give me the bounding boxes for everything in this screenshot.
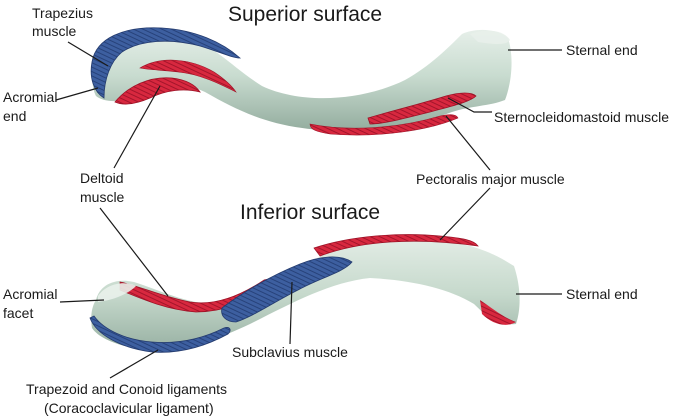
label-trapezius-line2: muscle	[32, 23, 77, 39]
leader-subclavius	[289, 281, 293, 345]
inferior-subclavius-muscle	[221, 256, 353, 323]
label-pectoralis: Pectoralis major muscle	[416, 171, 565, 187]
label-acromial-facet-line1: Acromial	[3, 286, 57, 302]
labels: Trapezius muscle Acromial end Sternal en…	[3, 5, 669, 416]
inferior-sternal-red	[480, 300, 516, 325]
title-inferior-surface: Inferior surface	[240, 201, 380, 224]
label-scm: Sternocleidomastoid muscle	[494, 109, 669, 125]
leader-deltoid-top	[113, 85, 161, 169]
label-trapezius-line1: Trapezius	[32, 5, 93, 21]
superior-clavicle-bone	[92, 29, 512, 131]
leader-scm	[447, 97, 492, 113]
label-acromial-end-line1: Acromial	[3, 89, 57, 105]
leader-acromial-facet	[59, 299, 105, 303]
superior-clavicle	[90, 27, 512, 136]
inferior-acromial-facet-face	[98, 283, 136, 302]
label-deltoid-line2: muscle	[80, 189, 125, 205]
label-acromial-end-line2: end	[3, 108, 26, 124]
label-deltoid-line1: Deltoid	[80, 170, 124, 186]
label-acromial-facet-line2: facet	[3, 305, 33, 321]
inferior-ligament-impression	[89, 315, 231, 353]
superior-sternal-end-face	[470, 30, 510, 44]
leader-ligaments	[109, 349, 159, 379]
leader-trapezius	[67, 41, 109, 67]
superior-scm-muscle	[367, 92, 477, 125]
label-ligaments-line1: Trapezoid and Conoid ligaments	[26, 381, 227, 397]
title-superior-surface: Superior surface	[228, 3, 382, 26]
inferior-pectoralis-muscle	[313, 234, 479, 257]
label-subclavius: Subclavius muscle	[232, 344, 348, 360]
inferior-clavicle-bone	[91, 238, 520, 350]
inferior-clavicle	[89, 234, 520, 353]
label-ligaments-line2: (Coracoclavicular ligament)	[44, 400, 214, 416]
superior-deltoid-muscle-upper	[139, 59, 237, 93]
leader-pectoralis-bottom	[439, 187, 491, 241]
superior-trapezius-muscle	[90, 27, 242, 99]
leader-lines	[55, 41, 562, 379]
label-sternal-end-top: Sternal end	[566, 42, 638, 58]
label-sternal-end-bottom: Sternal end	[566, 286, 638, 302]
leader-pectoralis-top	[445, 115, 491, 171]
leader-deltoid-bottom	[99, 207, 169, 297]
superior-pectoralis-muscle	[309, 114, 459, 136]
leader-acromial-end	[55, 87, 99, 101]
